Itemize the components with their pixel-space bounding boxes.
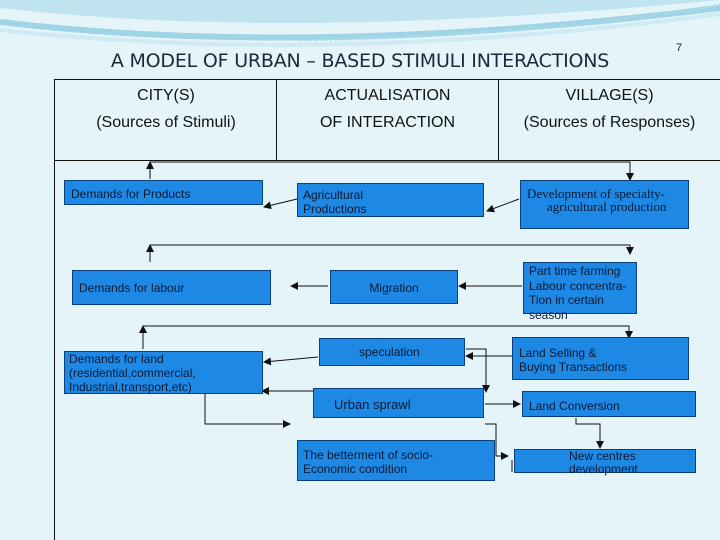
demands-for-labour-box: Demands for labour <box>72 270 271 305</box>
part-time-farming-line3: Tion in certain <box>529 293 604 307</box>
speculation-box: speculation <box>319 338 465 366</box>
demands-for-land-line2: (residential,commercial, <box>69 366 196 380</box>
header-divider <box>54 160 720 161</box>
land-conversion-box: Land Conversion <box>522 391 696 417</box>
speculation-label: speculation <box>359 345 420 359</box>
land-conversion-label: Land Conversion <box>529 399 620 413</box>
migration-label: Migration <box>369 281 419 295</box>
part-time-farming-box: Part time farming Labour concentra- Tion… <box>523 262 637 322</box>
agricultural-productions-box: Agricultural Productions <box>297 183 484 217</box>
demands-for-labour-label: Demands for labour <box>79 281 185 295</box>
new-centres-box: New centres development <box>514 449 696 476</box>
actualisation-header-line2: OF INTERACTION <box>319 114 456 131</box>
demands-for-land-line3: Industrial,transport,etc) <box>69 380 192 394</box>
village-header-line2: (Sources of Responses) <box>523 114 696 131</box>
demands-for-land-line1: Demands for land <box>69 352 164 366</box>
betterment-line2: Economic condition <box>303 462 408 476</box>
slide-title: A MODEL OF URBAN – BASED STIMULI INTERAC… <box>110 50 610 72</box>
column-divider-1 <box>276 79 277 161</box>
agricultural-productions-line1: Agricultural <box>303 188 364 202</box>
city-header-line2: (Sources of Stimuli) <box>96 114 236 131</box>
land-selling-line2: Buying Transactions <box>519 360 628 374</box>
column-divider-2 <box>498 79 499 161</box>
slide-number: 7 <box>676 42 683 54</box>
column-header-actualisation: ACTUALISATION OF INTERACTION <box>280 82 495 136</box>
specialty-agriculture-line2: agricultural production <box>547 199 667 214</box>
migration-box: Migration <box>330 270 458 304</box>
urban-sprawl-label: Urban sprawl <box>334 397 411 412</box>
part-time-farming-line1: Part time farming <box>529 264 621 278</box>
betterment-box: The betterment of socio- Economic condit… <box>297 440 495 481</box>
village-header-line1: VILLAGE(S) <box>565 87 654 104</box>
specialty-agriculture-box: Development of specialty- agricultural p… <box>520 180 689 229</box>
city-header-line1: CITY(S) <box>137 87 195 104</box>
part-time-farming-line2: Labour concentra- <box>529 278 627 293</box>
column-header-city: CITY(S) (Sources of Stimuli) <box>60 82 272 136</box>
decorative-swoosh <box>0 0 720 47</box>
column-header-village: VILLAGE(S) (Sources of Responses) <box>502 82 717 136</box>
new-centres-line1: New centres <box>569 449 636 463</box>
demands-for-products-label: Demands for Products <box>71 187 191 201</box>
diagram-frame <box>54 79 720 540</box>
part-time-farming-line4: season <box>529 307 568 322</box>
new-centres-line2: development <box>569 462 638 476</box>
actualisation-header-line1: ACTUALISATION <box>324 87 451 104</box>
agricultural-productions-line2: Productions <box>303 202 367 216</box>
land-selling-box: Land Selling & Buying Transactions <box>512 337 689 380</box>
demands-for-products-box: Demands for Products <box>64 180 263 205</box>
land-selling-line1: Land Selling & <box>519 346 597 360</box>
demands-for-land-box: Demands for land (residential,commercial… <box>64 351 263 394</box>
betterment-line1: The betterment of socio- <box>303 448 434 462</box>
specialty-agriculture-line1: Development of specialty- <box>527 186 665 201</box>
urban-sprawl-box: Urban sprawl <box>313 388 484 418</box>
